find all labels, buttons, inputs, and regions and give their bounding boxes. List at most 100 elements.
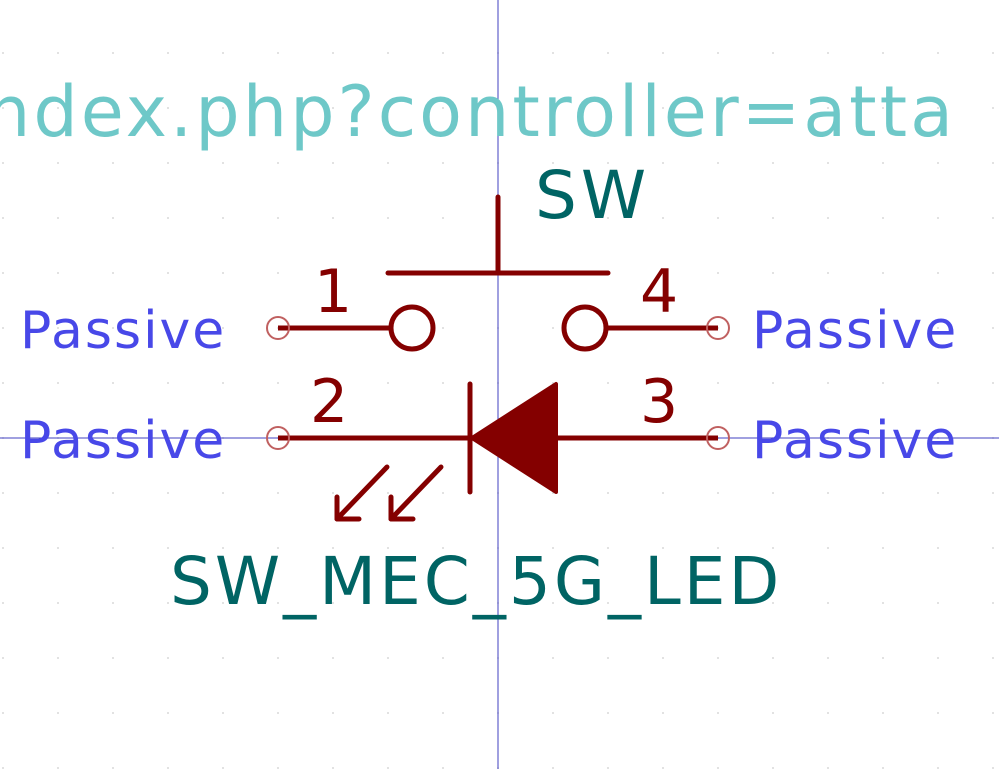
grid-dot	[222, 217, 224, 219]
pin-1[interactable]: 1 Passive	[20, 257, 391, 361]
pin-2-type: Passive	[20, 411, 226, 471]
pin-2-end[interactable]	[266, 426, 290, 450]
grid-dot	[222, 327, 224, 329]
grid-dot	[112, 712, 114, 714]
grid-dot	[167, 217, 169, 219]
grid-dot	[277, 547, 279, 549]
grid-dot	[772, 712, 774, 714]
grid-dot	[442, 712, 444, 714]
grid-dot	[662, 547, 664, 549]
header-text: ndex.php?controller=atta	[0, 71, 956, 153]
grid-dot	[57, 107, 59, 109]
grid-dot	[882, 657, 884, 659]
grid-dot	[992, 272, 994, 274]
grid-dot	[882, 217, 884, 219]
grid-dot	[882, 547, 884, 549]
led-emission-arrows-icon	[334, 464, 444, 522]
grid-dot	[717, 217, 719, 219]
pin-3-end[interactable]	[706, 426, 730, 450]
contact-circle-left	[388, 304, 436, 352]
grid-dot	[57, 162, 59, 164]
pin-4[interactable]: 4 Passive	[606, 257, 958, 361]
grid-dot	[827, 162, 829, 164]
grid-dot	[57, 547, 59, 549]
grid-dot	[717, 52, 719, 54]
led-triangle	[470, 382, 558, 494]
grid-dot	[167, 657, 169, 659]
pin-3-type: Passive	[752, 411, 958, 471]
grid-dot	[607, 492, 609, 494]
grid-dot	[387, 52, 389, 54]
pin-4-end[interactable]	[706, 316, 730, 340]
grid-dot	[992, 492, 994, 494]
grid-dot	[112, 107, 114, 109]
grid-dot	[57, 657, 59, 659]
grid-dot	[827, 657, 829, 659]
grid-dot	[2, 107, 4, 109]
grid-dot	[387, 602, 389, 604]
grid-dot	[992, 602, 994, 604]
grid-dot	[112, 382, 114, 384]
grid-dot	[662, 712, 664, 714]
grid-dot	[332, 602, 334, 604]
grid-dot	[112, 52, 114, 54]
grid-dot	[992, 52, 994, 54]
grid-dot	[662, 602, 664, 604]
grid-dot	[222, 162, 224, 164]
grid-dot	[387, 217, 389, 219]
grid-dot	[277, 602, 279, 604]
grid-dot	[992, 547, 994, 549]
grid-dot	[2, 492, 4, 494]
grid-dot	[937, 327, 939, 329]
grid-dot	[332, 52, 334, 54]
pin-1-type: Passive	[20, 301, 226, 361]
grid-dot	[992, 657, 994, 659]
grid-dot	[2, 52, 4, 54]
grid-dot	[167, 162, 169, 164]
grid-dot	[387, 107, 389, 109]
grid-dot	[167, 547, 169, 549]
grid-dot	[222, 712, 224, 714]
led-diode	[467, 381, 558, 495]
grid-dot	[112, 492, 114, 494]
grid-dot	[2, 547, 4, 549]
grid-dot	[2, 382, 4, 384]
grid-dot	[332, 217, 334, 219]
grid-dot	[662, 107, 664, 109]
pin-3[interactable]: 3 Passive	[556, 367, 958, 471]
grid-dot	[332, 547, 334, 549]
grid-dot	[772, 327, 774, 329]
grid-dot	[992, 217, 994, 219]
grid-dot	[937, 107, 939, 109]
grid-dot	[772, 657, 774, 659]
grid-dot	[112, 272, 114, 274]
grid-dot	[442, 327, 444, 329]
grid-dot	[277, 657, 279, 659]
grid-dot	[992, 712, 994, 714]
grid-dot	[277, 712, 279, 714]
grid-dot	[552, 657, 554, 659]
grid-dot	[772, 162, 774, 164]
pin-1-end[interactable]	[266, 316, 290, 340]
grid-dot	[772, 52, 774, 54]
grid-dot	[112, 602, 114, 604]
grid-dot	[717, 712, 719, 714]
grid-dot	[2, 712, 4, 714]
grid-dot	[277, 382, 279, 384]
grid-dot	[442, 162, 444, 164]
grid-dot	[717, 657, 719, 659]
grid-dot	[332, 162, 334, 164]
pin-2[interactable]: 2 Passive	[20, 367, 470, 471]
grid-dot	[387, 382, 389, 384]
grid-dot	[442, 382, 444, 384]
grid-dot	[442, 492, 444, 494]
grid-dot	[167, 492, 169, 494]
grid-dot	[662, 217, 664, 219]
grid-dot	[717, 602, 719, 604]
grid-dot	[772, 547, 774, 549]
grid-dot	[937, 657, 939, 659]
grid-dot	[387, 657, 389, 659]
grid-dot	[222, 657, 224, 659]
grid-dot	[57, 217, 59, 219]
grid-dot	[717, 382, 719, 384]
